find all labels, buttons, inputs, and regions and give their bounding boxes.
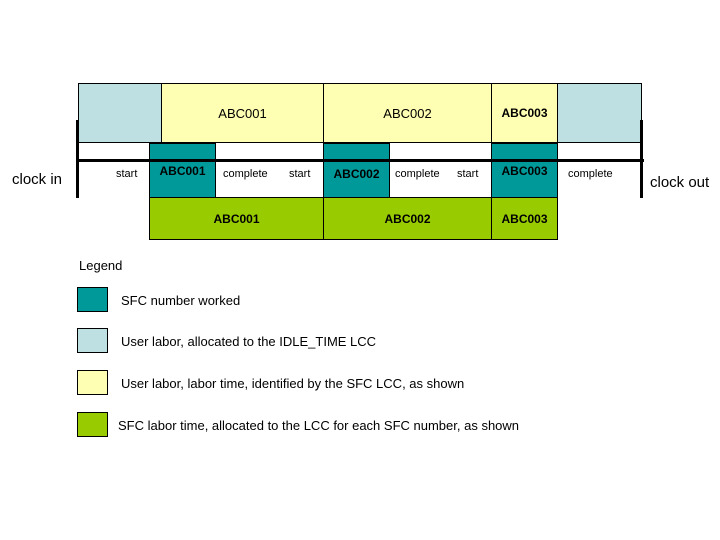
clock-out-tick: [640, 120, 643, 198]
worked-label-abc002: ABC002: [333, 167, 380, 181]
sfc-label-abc003: ABC003: [501, 211, 548, 226]
event-start-1: start: [116, 168, 138, 180]
worked-block-abc001: ABC001: [149, 143, 216, 198]
legend-swatch-idle: [77, 328, 108, 353]
time-axis-line: [77, 159, 644, 162]
event-start-3: start: [457, 168, 479, 180]
event-complete-3: complete: [568, 168, 613, 180]
sfc-block-abc002: ABC002: [323, 197, 492, 240]
clock-in-tick: [76, 120, 79, 198]
labor-block-abc001: ABC001: [161, 83, 324, 143]
legend-label-worked: SFC number worked: [121, 293, 241, 308]
legend-label-sfc: SFC labor time, allocated to the LCC for…: [118, 418, 520, 433]
worked-block-abc003: ABC003: [491, 143, 558, 198]
idle-block-end: [557, 83, 642, 143]
event-complete-1: complete: [223, 168, 268, 180]
legend-label-idle: User labor, allocated to the IDLE_TIME L…: [121, 334, 377, 349]
legend-title: Legend: [79, 258, 123, 273]
labor-label-abc001: ABC001: [218, 105, 267, 121]
worked-label-abc001: ABC001: [159, 164, 206, 178]
legend-swatch-labor: [77, 370, 108, 395]
sfc-label-abc001: ABC001: [213, 211, 260, 226]
legend-swatch-sfc: [77, 412, 108, 437]
legend-swatch-worked: [77, 287, 108, 312]
sfc-block-abc001: ABC001: [149, 197, 324, 240]
labor-block-abc002: ABC002: [323, 83, 492, 143]
labor-block-abc003: ABC003: [491, 83, 558, 143]
labor-label-abc002: ABC002: [383, 105, 432, 121]
legend-label-labor: User labor, labor time, identified by th…: [121, 376, 465, 391]
event-start-2: start: [289, 168, 311, 180]
worked-block-abc002: ABC002: [323, 143, 390, 198]
event-complete-2: complete: [395, 168, 440, 180]
clock-in-label: clock in: [12, 171, 63, 188]
worked-label-abc003: ABC003: [501, 164, 548, 178]
idle-block-start: [78, 83, 162, 143]
clock-out-label: clock out: [650, 174, 710, 191]
labor-label-abc003: ABC003: [501, 106, 548, 120]
sfc-block-abc003: ABC003: [491, 197, 558, 240]
sfc-label-abc002: ABC002: [384, 211, 431, 226]
